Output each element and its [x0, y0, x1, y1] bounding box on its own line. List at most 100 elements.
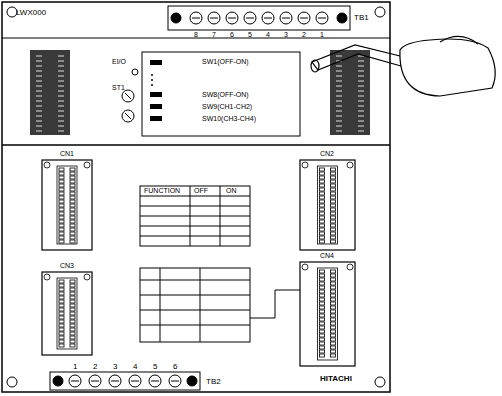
pin	[70, 316, 75, 319]
pin	[331, 184, 336, 187]
pin	[70, 212, 75, 215]
terminal-slot	[151, 381, 159, 382]
pin	[70, 176, 75, 179]
pin	[320, 306, 325, 309]
panel-dash	[358, 96, 364, 97]
switch-label: SW1(OFF-ON)	[202, 58, 249, 66]
table-header: ON	[226, 187, 237, 195]
pin	[331, 208, 336, 211]
panel-dash	[336, 126, 342, 127]
terminal-slot	[171, 381, 179, 382]
panel-dash	[336, 81, 342, 82]
pin	[59, 224, 64, 227]
terminal-number: 6	[173, 362, 177, 371]
pin	[320, 176, 325, 179]
panel-dash	[336, 71, 342, 72]
pin	[320, 192, 325, 195]
pin	[59, 200, 64, 203]
part-label: EI/O	[112, 58, 126, 66]
pin	[331, 270, 336, 273]
pin	[70, 228, 75, 231]
pin	[70, 236, 75, 239]
pin	[70, 208, 75, 211]
pin	[320, 188, 325, 191]
mount-hole	[84, 162, 90, 168]
panel-dash	[336, 56, 342, 57]
pin	[59, 188, 64, 191]
switch-label: SW9(CH1-CH2)	[202, 103, 252, 111]
pin	[59, 316, 64, 319]
table-header: OFF	[194, 187, 208, 195]
function-table: FUNCTIONOFFON	[140, 186, 250, 196]
pin	[59, 184, 64, 187]
pin	[59, 176, 64, 179]
pin	[59, 192, 64, 195]
pin	[70, 192, 75, 195]
pin	[331, 314, 336, 317]
pin	[320, 350, 325, 353]
pin	[70, 280, 75, 283]
pin	[331, 204, 336, 207]
pin	[331, 342, 336, 345]
terminal-screw	[69, 375, 81, 387]
terminal-screw	[169, 375, 181, 387]
pin	[70, 344, 75, 347]
pin-header	[318, 268, 338, 360]
pin	[59, 336, 64, 339]
mount-hole	[44, 162, 50, 168]
pin	[320, 270, 325, 273]
pin	[320, 184, 325, 187]
pin	[331, 298, 336, 301]
terminal-slot	[71, 381, 79, 382]
panel-dash	[358, 131, 364, 132]
pin	[70, 296, 75, 299]
terminal-slot	[131, 381, 139, 382]
terminal-screw	[298, 12, 310, 24]
pin	[320, 212, 325, 215]
panel-dash	[58, 76, 64, 77]
pin-header	[318, 166, 338, 244]
panel-dash	[336, 91, 342, 92]
pin	[331, 306, 336, 309]
terminal-slot	[264, 18, 272, 19]
pin	[70, 232, 75, 235]
pin	[320, 330, 325, 333]
panel-dash	[58, 131, 64, 132]
pin	[59, 196, 64, 199]
connector-block: CN1	[38, 150, 96, 160]
pin	[59, 204, 64, 207]
pin	[320, 220, 325, 223]
panel-dash	[36, 126, 42, 127]
pin	[59, 312, 64, 315]
pin	[331, 318, 336, 321]
pin	[70, 292, 75, 295]
pin	[59, 340, 64, 343]
pin	[331, 278, 336, 281]
panel-dash	[358, 101, 364, 102]
pin	[331, 224, 336, 227]
panel-dash	[58, 106, 64, 107]
terminal-block-name: TB1	[354, 13, 369, 22]
pin	[59, 332, 64, 335]
panel-dash	[58, 116, 64, 117]
panel-dash	[336, 96, 342, 97]
panel-dash	[336, 86, 342, 87]
pin	[331, 338, 336, 341]
connector-block: CN2	[296, 150, 358, 160]
pin	[331, 322, 336, 325]
mount-hole	[347, 162, 353, 168]
pin	[59, 236, 64, 239]
pin	[70, 320, 75, 323]
panel-dash	[358, 91, 364, 92]
connector-outline	[300, 160, 355, 250]
pin	[320, 228, 325, 231]
terminal-slot	[282, 18, 290, 19]
panel-dash	[358, 126, 364, 127]
pin	[59, 296, 64, 299]
pin	[59, 284, 64, 287]
terminal-slot	[91, 381, 99, 382]
pin	[70, 284, 75, 287]
pin	[320, 354, 325, 357]
panel-dash	[58, 101, 64, 102]
